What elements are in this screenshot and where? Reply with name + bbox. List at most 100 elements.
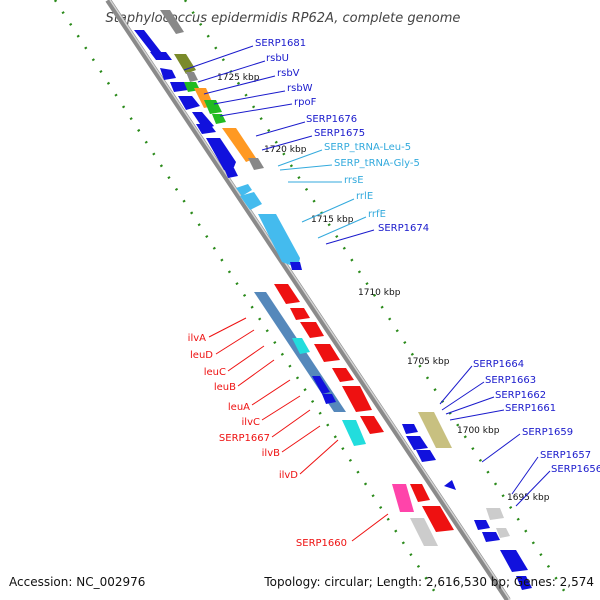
gene-label: rpoF: [294, 97, 317, 108]
leader-line: [511, 456, 539, 495]
leader-line: [251, 379, 291, 406]
leader-line: [299, 439, 339, 475]
gene-glyph-green: [212, 114, 226, 124]
leader-line: [213, 90, 286, 105]
gene-glyph-cyan: [292, 338, 310, 354]
gene-glyph-gray: [160, 10, 184, 34]
kbp-ticks: 1725 kbp 1720 kbp 1715 kbp 1710 kbp 1705…: [217, 73, 550, 503]
kbp-tick-label: 1725 kbp: [217, 73, 260, 83]
leader-line: [317, 216, 367, 239]
gene-glyph-blue: [444, 480, 456, 490]
leader-line: [183, 45, 254, 71]
gene-glyph-red: [300, 322, 324, 338]
gene-label: SERP1681: [255, 38, 306, 49]
leader-line: [255, 121, 306, 137]
gene-label: leuD: [190, 350, 213, 361]
kbp-tick-label: 1700 kbp: [457, 426, 500, 436]
gene-label: ilvB: [262, 448, 280, 459]
gene-label: rrlE: [356, 191, 373, 202]
gene-glyph-red: [360, 416, 384, 434]
gene-glyph-red: [290, 308, 310, 320]
gene-glyph-blue: [402, 424, 418, 434]
leader-line: [261, 395, 301, 421]
leader-line: [219, 103, 293, 117]
gene-glyph-blue: [322, 394, 336, 404]
leader-line: [449, 409, 505, 421]
gene-label: SERP1657: [540, 450, 591, 461]
gene-glyph-blue: [312, 376, 330, 394]
gene-glyph-blue: [150, 52, 172, 60]
gene-glyph-blue: [474, 520, 490, 530]
gene-glyph-blue: [290, 262, 302, 270]
gene-glyph-sky: [258, 214, 300, 268]
gene-labels-top: SERP1681 rsbU rsbV rsbW rpoF SERP1676 SE…: [255, 38, 429, 234]
gene-label: SERP1656: [551, 464, 600, 475]
leader-line: [351, 513, 389, 542]
gene-glyph-blue: [196, 124, 216, 134]
gene-glyph-sky: [236, 184, 252, 196]
gene-label: ilvC: [242, 417, 260, 428]
gene-label: SERP1662: [495, 390, 546, 401]
gene-label: SERP1667: [219, 433, 270, 444]
leader-line: [197, 60, 266, 83]
gene-labels-right: SERP1664 SERP1663 SERP1662 SERP1661 SERP…: [473, 359, 600, 475]
gene-label: SERP1661: [505, 403, 556, 414]
leader-line: [325, 229, 375, 245]
gene-label: leuC: [204, 367, 226, 378]
leader-lines: [183, 45, 551, 542]
gene-glyph-blue: [416, 450, 436, 462]
gene-glyph-blue: [406, 436, 428, 450]
gene-glyph-khaki: [418, 412, 452, 448]
leader-line: [515, 470, 551, 507]
gene-label: ilvD: [279, 470, 298, 481]
inner-tick-track: [53, 0, 442, 600]
gene-label: SERP1659: [522, 427, 573, 438]
gene-glyph-blue: [134, 30, 165, 57]
kbp-tick-label: 1715 kbp: [311, 215, 354, 225]
leader-line: [281, 425, 321, 453]
gene-glyph-blue: [224, 168, 238, 178]
leader-line: [208, 317, 247, 338]
leader-line: [301, 198, 355, 223]
gene-label: SERP1675: [314, 128, 365, 139]
gene-label: SERP_tRNA-Gly-5: [334, 158, 420, 169]
genome-summary-label: Topology: circular; Length: 2,616,530 bp…: [263, 575, 594, 589]
gene-glyph-olive: [174, 54, 196, 74]
gene-label: SERP1674: [378, 223, 429, 234]
leader-line: [227, 345, 265, 372]
backbone-line: [105, 0, 511, 600]
gene-glyph-blue: [500, 550, 528, 572]
gene-label: SERP1676: [306, 114, 357, 125]
gene-label: SERP1664: [473, 359, 524, 370]
gene-glyph-blue: [178, 96, 200, 110]
gene-label: rrfE: [368, 209, 386, 220]
gene-glyph-blue: [206, 138, 236, 172]
gene-glyph-red: [410, 484, 430, 502]
gene-glyph-red: [314, 344, 340, 362]
leader-line: [445, 396, 495, 415]
gene-glyph-orange: [222, 128, 256, 162]
gene-glyph-blue: [170, 82, 188, 92]
gene-label: leuB: [214, 382, 236, 393]
gene-label: rsbU: [266, 53, 289, 64]
leader-line: [271, 409, 311, 438]
gene-label: ilvA: [188, 333, 206, 344]
gene-glyph-light-gray: [496, 528, 510, 538]
genome-backbone: [105, 0, 511, 600]
gene-glyph-red: [342, 386, 372, 412]
gene-label: rsbW: [287, 83, 313, 94]
gene-label: rrsE: [344, 175, 364, 186]
gene-glyph-blue: [516, 576, 532, 590]
outer-tick-track: [183, 0, 572, 600]
gene-label: leuA: [228, 402, 250, 413]
leader-line: [439, 365, 473, 405]
leader-line: [277, 149, 323, 167]
gene-glyph-red: [274, 284, 300, 304]
gene-glyph-light-gray: [486, 508, 504, 520]
gene-glyph-sky: [240, 192, 262, 210]
leader-line: [481, 433, 521, 463]
kbp-tick-label: 1705 kbp: [407, 357, 450, 367]
gene-glyph-red: [332, 368, 354, 382]
map-title: Staphylococcus epidermidis RP62A, comple…: [106, 11, 461, 26]
